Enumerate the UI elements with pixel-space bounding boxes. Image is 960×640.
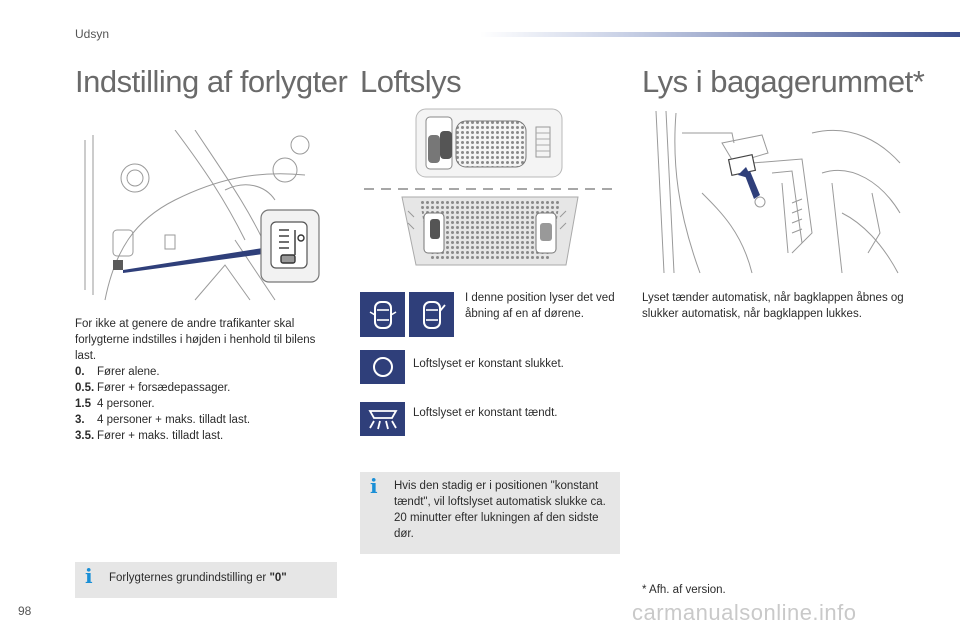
list-item-text: 4 personer + maks. tilladt last. [97, 414, 251, 426]
light-on-text: Loftslyset er konstant tændt. [413, 407, 558, 419]
list-item-text: Fører + maks. tilladt last. [97, 430, 224, 442]
headlamp-info-box: i Forlygternes grundindstilling er "0" [75, 562, 337, 598]
courtesy-light-drawing [364, 108, 616, 266]
list-item-number: 0.5. [75, 382, 95, 394]
list-item-number: 3.5. [75, 430, 95, 442]
list-item: 3. 4 personer + maks. tilladt last. [75, 412, 337, 428]
info-prefix: Forlygternes grundindstilling er [109, 572, 270, 584]
list-item: 0. Fører alene. [75, 364, 337, 380]
car-doors-icon [369, 300, 396, 329]
list-item: 3.5. Fører + maks. tilladt last. [75, 428, 337, 444]
footnote: * Afh. af version. [642, 584, 726, 596]
door-mode-icon-box [360, 292, 405, 337]
section-label: Udsyn [75, 27, 110, 41]
courtesy-light-illustration [360, 105, 620, 273]
light-on-icon-box [360, 402, 405, 436]
circle-off-icon [372, 357, 393, 377]
list-item-text: 4 personer. [97, 398, 155, 410]
title-boot-light: Lys i bagagerummet* [642, 64, 925, 99]
list-item-number: 3. [75, 414, 85, 426]
list-item-text: Fører alene. [97, 366, 160, 378]
boot-drawing [655, 110, 901, 274]
list-item-text: Fører + forsædepassager. [97, 382, 231, 394]
car-door-open-icon [422, 300, 446, 329]
watermark: carmanualsonline.info [632, 600, 857, 625]
list-item: 1.5 4 personer. [75, 396, 337, 412]
list-item: 0.5. Fører + forsædepassager. [75, 380, 337, 396]
ceiling-lamp-icon [367, 410, 398, 430]
light-off-text: Loftslyset er konstant slukket. [413, 358, 564, 370]
light-off-icon-box [360, 350, 405, 384]
headlamp-text-block: For ikke at genere de andre trafikanter … [75, 316, 337, 444]
info-icon: i [370, 474, 378, 498]
header-gradient-bar [480, 32, 960, 37]
headlamp-dial-illustration [75, 130, 337, 302]
info-value: "0" [269, 572, 287, 584]
door-mode-text: I denne position lyser det ved åbning af… [465, 292, 615, 320]
info-icon: i [85, 564, 93, 588]
courtesy-info-box: i Hvis den stadig er i positionen "konst… [360, 472, 620, 554]
boot-light-text: Lyset tænder automatisk, når bagklappen … [642, 292, 904, 320]
courtesy-info-text: Hvis den stadig er i positionen "konstan… [394, 480, 606, 540]
boot-light-illustration [642, 103, 904, 275]
headlamp-info-text: Forlygternes grundindstilling er "0" [109, 570, 331, 586]
page-number: 98 [18, 604, 32, 618]
list-item-number: 1.5 [75, 398, 91, 410]
dashboard-drawing [84, 130, 320, 301]
list-item-number: 0. [75, 366, 85, 378]
headlamp-intro: For ikke at genere de andre trafikanter … [75, 318, 316, 362]
title-courtesy-light: Loftslys [360, 64, 462, 99]
door-open-icon-box [409, 292, 454, 337]
title-headlamp-adjust: Indstilling af forlygter [75, 64, 348, 99]
